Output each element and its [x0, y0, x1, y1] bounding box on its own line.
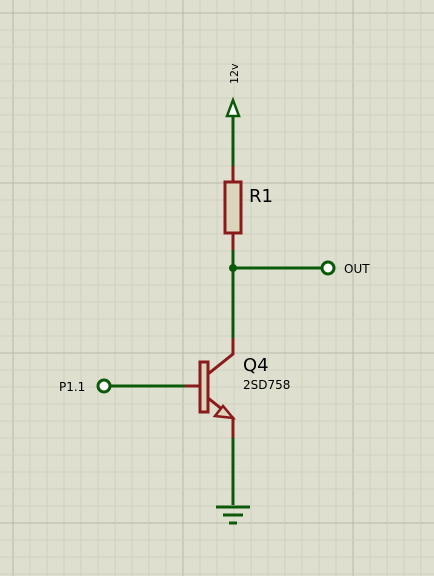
- transistor-part-label: 2SD758: [243, 378, 290, 392]
- wires: [110, 116, 321, 505]
- transistor-q4[interactable]: Q4 2SD758: [185, 338, 290, 438]
- resistor-r1[interactable]: R1: [223, 166, 273, 250]
- power-label: 12v: [228, 63, 241, 84]
- power-terminal[interactable]: 12v: [225, 63, 241, 118]
- input-terminal[interactable]: P1.1: [59, 378, 112, 394]
- power-arrow-icon: [225, 96, 241, 118]
- transistor-collector: [207, 338, 235, 376]
- output-terminal[interactable]: OUT: [320, 260, 370, 276]
- output-terminal-circle: [320, 260, 336, 276]
- transistor-base-bar: [198, 360, 210, 414]
- junction-dot: [229, 264, 237, 272]
- transistor-ref-label: Q4: [243, 355, 269, 376]
- resistor-ref-label: R1: [249, 186, 273, 207]
- transistor-emitter-arrow-icon: [212, 404, 236, 420]
- input-label: P1.1: [59, 380, 85, 394]
- input-terminal-circle: [96, 378, 112, 394]
- output-label: OUT: [344, 262, 370, 276]
- resistor-body: [223, 180, 243, 235]
- ground-symbol[interactable]: [216, 505, 250, 525]
